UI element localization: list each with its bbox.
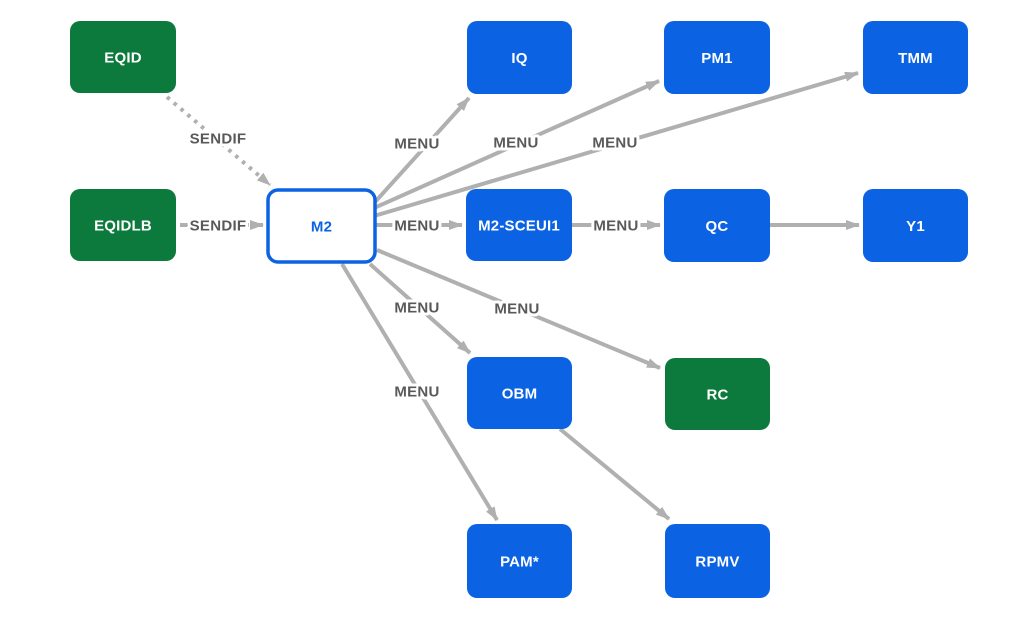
edge-label-m2-obm: MENU bbox=[394, 299, 439, 316]
node-qc-label: QC bbox=[706, 218, 729, 235]
node-eqid-shape bbox=[70, 21, 176, 93]
node-pm1-shape bbox=[664, 21, 770, 94]
node-eqid-label: EQID bbox=[104, 49, 141, 66]
edge-label-m2-pam: MENU bbox=[394, 383, 439, 400]
node-eqidlb-label: EQIDLB bbox=[94, 217, 152, 234]
node-y1[interactable]: Y1 bbox=[863, 189, 968, 262]
node-iq-shape bbox=[467, 21, 572, 94]
node-y1-shape bbox=[863, 189, 968, 262]
node-m2-sceui1-shape bbox=[466, 189, 572, 261]
node-pam[interactable]: PAM* bbox=[467, 524, 572, 598]
node-pm1-label: PM1 bbox=[701, 50, 732, 67]
node-obm-label: OBM bbox=[502, 385, 538, 402]
edge-label-m2-sceui1-qc: MENU bbox=[593, 217, 638, 234]
node-rpmv[interactable]: RPMV bbox=[665, 524, 770, 598]
edge-label-m2-pm1: MENU bbox=[493, 134, 538, 151]
edge-label-m2-iq: MENU bbox=[394, 135, 439, 152]
node-rc-label: RC bbox=[706, 386, 728, 403]
edge-m2-iq bbox=[373, 96, 471, 204]
node-iq-label: IQ bbox=[511, 50, 527, 67]
edge-obm-rpmv bbox=[558, 427, 671, 521]
node-obm-shape bbox=[467, 357, 572, 429]
edge-m2-pm1 bbox=[373, 79, 660, 210]
node-rc-shape bbox=[665, 358, 770, 430]
node-tmm[interactable]: TMM bbox=[863, 21, 968, 94]
node-qc-shape bbox=[664, 189, 770, 262]
node-m2[interactable]: M2 bbox=[266, 188, 377, 264]
node-tmm-label: TMM bbox=[898, 50, 933, 67]
node-rpmv-shape bbox=[665, 524, 770, 598]
edge-label-m2-m2-sceui1: MENU bbox=[394, 217, 439, 234]
edge-m2-tmm bbox=[373, 71, 859, 218]
node-obm[interactable]: OBM bbox=[467, 357, 572, 429]
node-m2-shape bbox=[266, 188, 377, 264]
node-iq[interactable]: IQ bbox=[467, 21, 572, 94]
node-eqidlb[interactable]: EQIDLB bbox=[70, 189, 176, 261]
node-rpmv-label: RPMV bbox=[695, 553, 739, 570]
node-tmm-shape bbox=[863, 21, 968, 94]
node-rc[interactable]: RC bbox=[665, 358, 770, 430]
edge-label-eqidlb-m2: SENDIF bbox=[190, 217, 247, 234]
edge-m2-rc bbox=[376, 248, 661, 370]
node-pam-label: PAM* bbox=[500, 553, 539, 570]
edge-label-m2-tmm: MENU bbox=[592, 134, 637, 151]
node-pm1[interactable]: PM1 bbox=[664, 21, 770, 94]
node-pam-shape bbox=[467, 524, 572, 598]
edge-label-m2-rc: MENU bbox=[494, 300, 539, 317]
node-m2-label: M2 bbox=[311, 218, 332, 235]
node-y1-label: Y1 bbox=[906, 218, 925, 235]
edge-label-eqid-m2: SENDIF bbox=[190, 130, 247, 147]
edge-m2-pam bbox=[340, 262, 499, 522]
node-qc[interactable]: QC bbox=[664, 189, 770, 262]
node-m2-sceui1-label: M2-SCEUI1 bbox=[478, 217, 560, 234]
node-eqidlb-shape bbox=[70, 189, 176, 261]
node-eqid[interactable]: EQID bbox=[70, 21, 176, 93]
node-m2-sceui1[interactable]: M2-SCEUI1 bbox=[466, 189, 572, 261]
edge-m2-obm bbox=[368, 262, 472, 355]
